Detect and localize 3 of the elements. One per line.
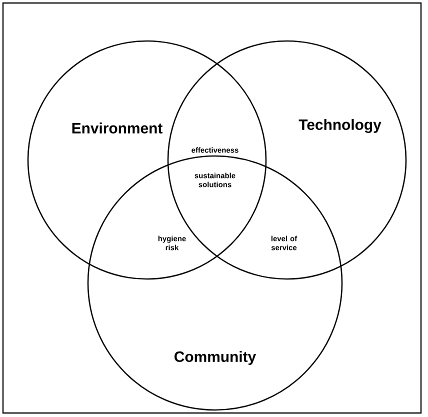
circle-label: Community <box>174 351 256 365</box>
circle-label: Environment <box>72 122 162 134</box>
circle-label: Technology <box>298 119 382 133</box>
